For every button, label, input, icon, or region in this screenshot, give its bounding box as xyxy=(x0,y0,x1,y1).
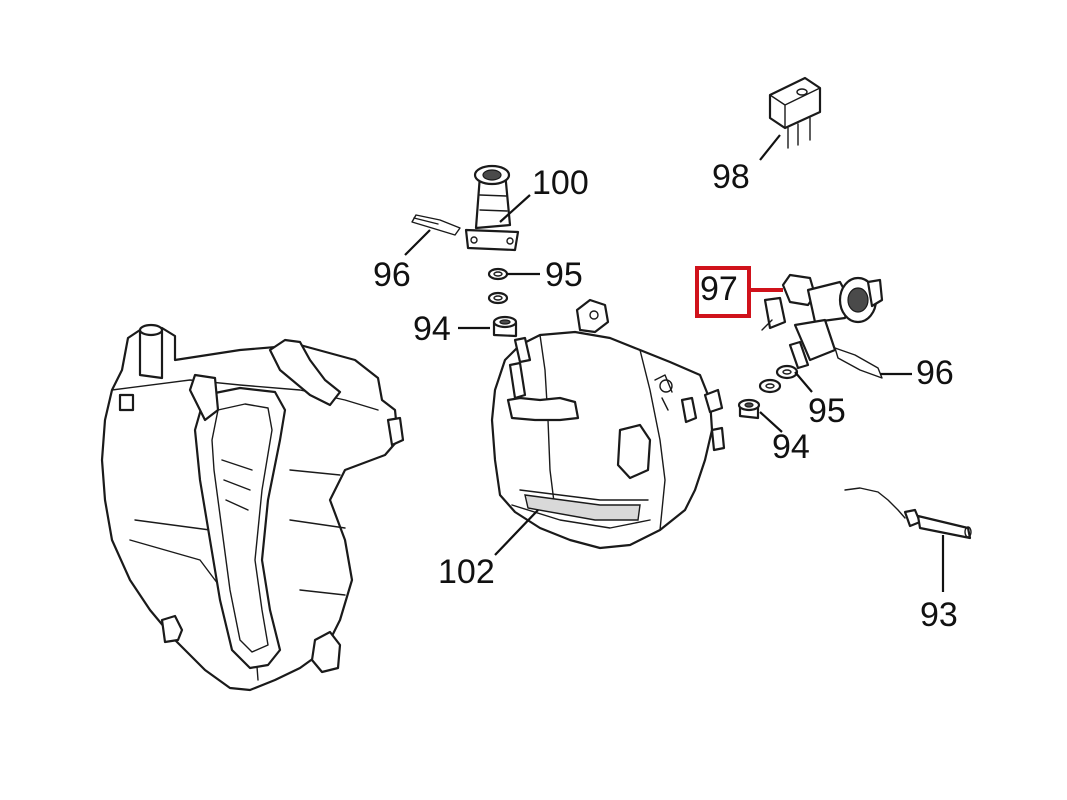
callout-95-left: 95 xyxy=(545,256,583,294)
callout-98: 98 xyxy=(712,158,750,196)
callout-102: 102 xyxy=(438,553,495,591)
part-95-left-washers xyxy=(487,267,509,305)
part-96-left-clip xyxy=(411,214,461,236)
part-100-valve xyxy=(464,164,520,252)
callout-100: 100 xyxy=(532,164,589,202)
part-93-probe xyxy=(844,487,972,540)
callout-97: 97 xyxy=(700,270,738,308)
leader-lines xyxy=(404,134,945,592)
highlight-box-97 xyxy=(695,266,751,318)
part-95-right-washers xyxy=(758,364,799,394)
part-94-right-seal xyxy=(737,398,761,420)
callout-95-right: 95 xyxy=(808,392,846,430)
callout-94-left: 94 xyxy=(413,310,451,348)
water-tank-part xyxy=(100,323,405,692)
callout-96-left: 96 xyxy=(373,256,411,294)
thermoblock-part xyxy=(490,298,726,550)
part-96-right-clip xyxy=(834,347,883,379)
part-94-left-seal xyxy=(492,315,518,338)
callout-93: 93 xyxy=(920,596,958,634)
callout-94-right: 94 xyxy=(772,428,810,466)
part-98-microswitch xyxy=(768,76,822,149)
callout-96-right: 96 xyxy=(916,354,954,392)
